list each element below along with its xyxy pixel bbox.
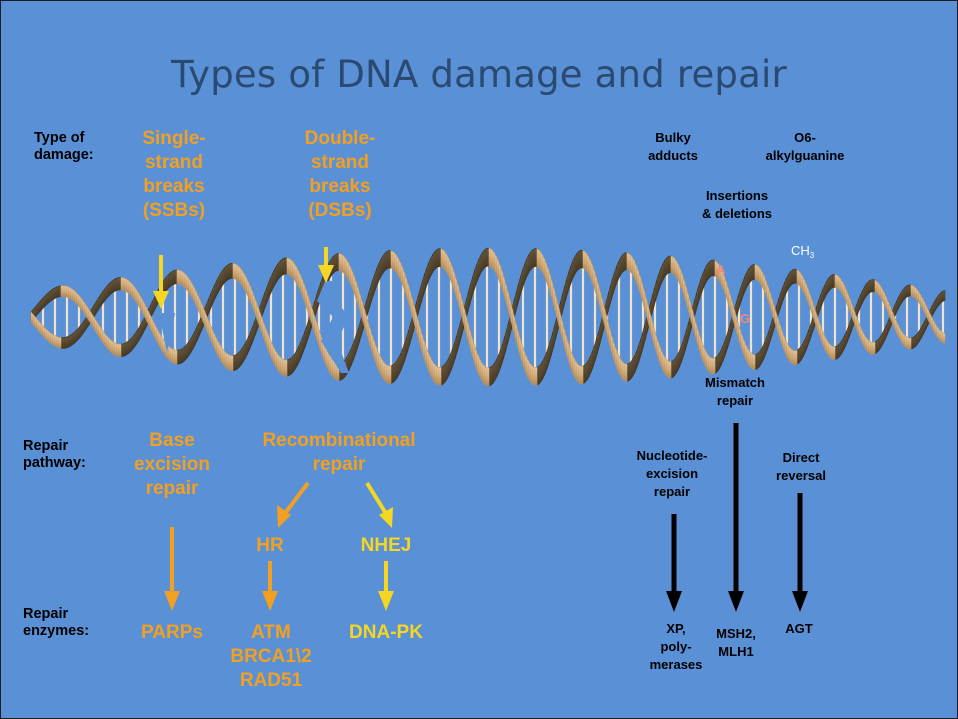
pathway-ner-line-3: repair — [617, 483, 727, 501]
base-label-a: A — [716, 262, 726, 277]
enzyme-brca: BRCA1\2 — [215, 645, 327, 669]
mismatch-to-msh-arrow — [728, 423, 744, 612]
dna-ribbon-front-segment — [873, 342, 875, 354]
pathway-direct-line-1: Direct — [759, 449, 843, 467]
base-label-g: G — [740, 311, 750, 326]
methyl-label: CH3 — [791, 243, 815, 260]
dna-ribbon-front-segment — [175, 350, 177, 364]
dna-ribbon-front-segment — [535, 367, 537, 385]
dna-ribbon-back-segment — [943, 290, 945, 301]
enzyme-msh-line-1: MSH2, — [701, 625, 771, 643]
pathway-ber-line-2: excision — [107, 453, 237, 477]
nhej-to-dnapk-arrow — [378, 561, 394, 611]
ber-to-parps-arrow — [164, 527, 180, 611]
dsb-break-gap — [317, 281, 349, 373]
enzyme-atm-brca-rad51: ATM BRCA1\2 RAD51 — [215, 621, 327, 693]
dna-ribbon-front-segment — [119, 344, 121, 356]
methyl-label-main: CH — [791, 243, 810, 258]
pathway-recombinational: Recombinational repair — [241, 429, 437, 477]
dna-ribbon-front-segment — [59, 337, 61, 348]
dna-ribbon-front-segment — [389, 366, 391, 384]
dna-ribbon-front-segment — [669, 361, 671, 378]
dna-ribbon-front-segment — [795, 350, 797, 364]
pathway-nhej: NHEJ — [349, 534, 423, 558]
recomb-to-hr-arrow — [277, 483, 308, 528]
dna-ribbon-front-segment — [625, 364, 627, 382]
dna-ribbon-front-segment — [909, 338, 911, 349]
dna-ribbon-front-segment — [439, 367, 441, 385]
pathway-recomb-line-1: Recombinational — [241, 429, 437, 453]
pathway-ber: Base excision repair — [107, 429, 237, 501]
pathway-direct-line-2: reversal — [759, 467, 843, 485]
dna-ribbon-front-segment — [713, 358, 715, 374]
pathway-ber-line-3: repair — [107, 477, 237, 501]
enzyme-agt: AGT — [771, 620, 827, 638]
hr-to-atm-arrow — [262, 561, 278, 611]
pathway-mismatch: Mismatch repair — [689, 374, 781, 410]
dna-ribbon-front-segment — [833, 346, 835, 359]
pathway-ner-line-1: Nucleotide- — [617, 447, 727, 465]
ner-to-xp-arrow — [666, 514, 682, 612]
dna-ribbon-back-segment — [63, 337, 65, 348]
pathway-ner-line-2: excision — [617, 465, 727, 483]
dna-ribbon-front-segment — [581, 366, 583, 384]
dna-ribbon-front-segment — [285, 360, 287, 376]
enzyme-msh-line-2: MLH1 — [701, 643, 771, 661]
pathway-recomb-line-2: repair — [241, 453, 437, 477]
pathway-ner: Nucleotide- excision repair — [617, 447, 727, 501]
pathway-hr: HR — [245, 534, 295, 558]
enzyme-parps: PARPs — [125, 621, 219, 645]
methyl-label-subscript: 3 — [810, 251, 815, 260]
enzyme-msh2-mlh1: MSH2, MLH1 — [701, 625, 771, 661]
recomb-to-nhej-arrow — [367, 483, 393, 528]
dna-ribbon-front-segment — [753, 354, 755, 369]
dna-ribbon-front-segment — [63, 286, 65, 297]
dna-ribbon-front-segment — [231, 356, 233, 371]
pathway-ber-line-1: Base — [107, 429, 237, 453]
pathway-mismatch-line-1: Mismatch — [689, 374, 781, 392]
dna-ribbon-front-segment — [487, 368, 489, 386]
dna-ribbon-front-segment — [943, 333, 945, 344]
pathway-direct-reversal: Direct reversal — [759, 449, 843, 485]
enzyme-rad51: RAD51 — [215, 669, 327, 693]
enzyme-atm: ATM — [215, 621, 327, 645]
direct-to-agt-arrow — [792, 493, 808, 612]
enzyme-dnapk: DNA-PK — [337, 621, 435, 645]
pathway-mismatch-line-2: repair — [689, 392, 781, 410]
